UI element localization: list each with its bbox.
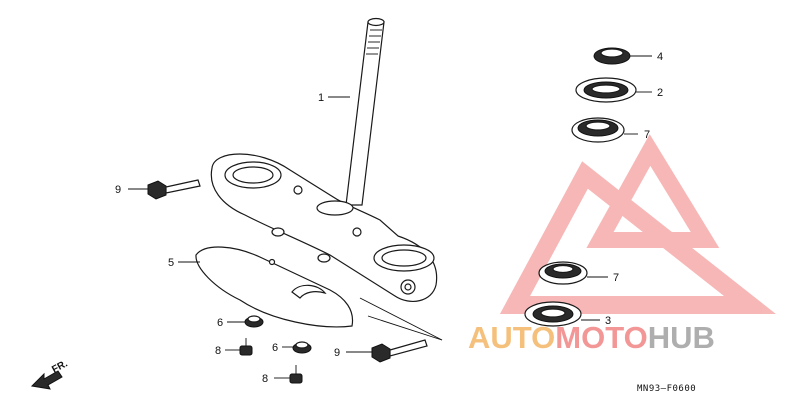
- bolt-8-lower: [289, 365, 303, 384]
- bolt-9-lower: [371, 339, 428, 363]
- callout-8-upper: 8: [215, 345, 221, 357]
- collar-6-left: [244, 315, 264, 328]
- bolt-9-upper: [147, 179, 201, 200]
- callout-6-left: 6: [217, 317, 223, 329]
- callout-9-lower: 9: [334, 347, 340, 359]
- callout-3: 3: [605, 315, 611, 327]
- bearing-7-lower: [538, 261, 588, 285]
- leader-lines: [128, 55, 652, 379]
- callout-4: 4: [657, 51, 663, 63]
- callout-9-upper: 9: [115, 184, 121, 196]
- bolt-8-upper: [239, 338, 253, 356]
- callout-2: 2: [657, 87, 663, 99]
- bottom-bridge: [210, 153, 438, 302]
- watermark-word-hub: HUB: [648, 320, 715, 355]
- callout-6-right: 6: [272, 342, 278, 354]
- locknut-4: [593, 47, 631, 65]
- callout-7-lower: 7: [613, 272, 619, 284]
- dust-seal-3: [524, 301, 582, 327]
- front-direction-arrow: FR.: [30, 358, 70, 390]
- watermark-word-moto: MOTO: [555, 320, 647, 355]
- bearing-7-upper: [571, 117, 625, 143]
- collar-6-right: [292, 341, 312, 354]
- dust-seal-2: [575, 77, 637, 103]
- callout-8-lower: 8: [262, 373, 268, 385]
- watermark-triangle-inner: [586, 134, 720, 248]
- damper-plate: [195, 246, 354, 328]
- watermark-word-auto: AUTO: [468, 320, 555, 355]
- callout-1: 1: [318, 92, 324, 104]
- callout-7-upper: 7: [644, 129, 650, 141]
- callout-5: 5: [168, 257, 174, 269]
- steering-stem: [345, 17, 385, 206]
- watermark-logo: [499, 134, 776, 314]
- watermark-wordmark: AUTOMOTOHUB: [468, 320, 715, 355]
- diagram-code: MN93–F0600: [637, 384, 696, 394]
- direction-label: FR.: [50, 358, 70, 375]
